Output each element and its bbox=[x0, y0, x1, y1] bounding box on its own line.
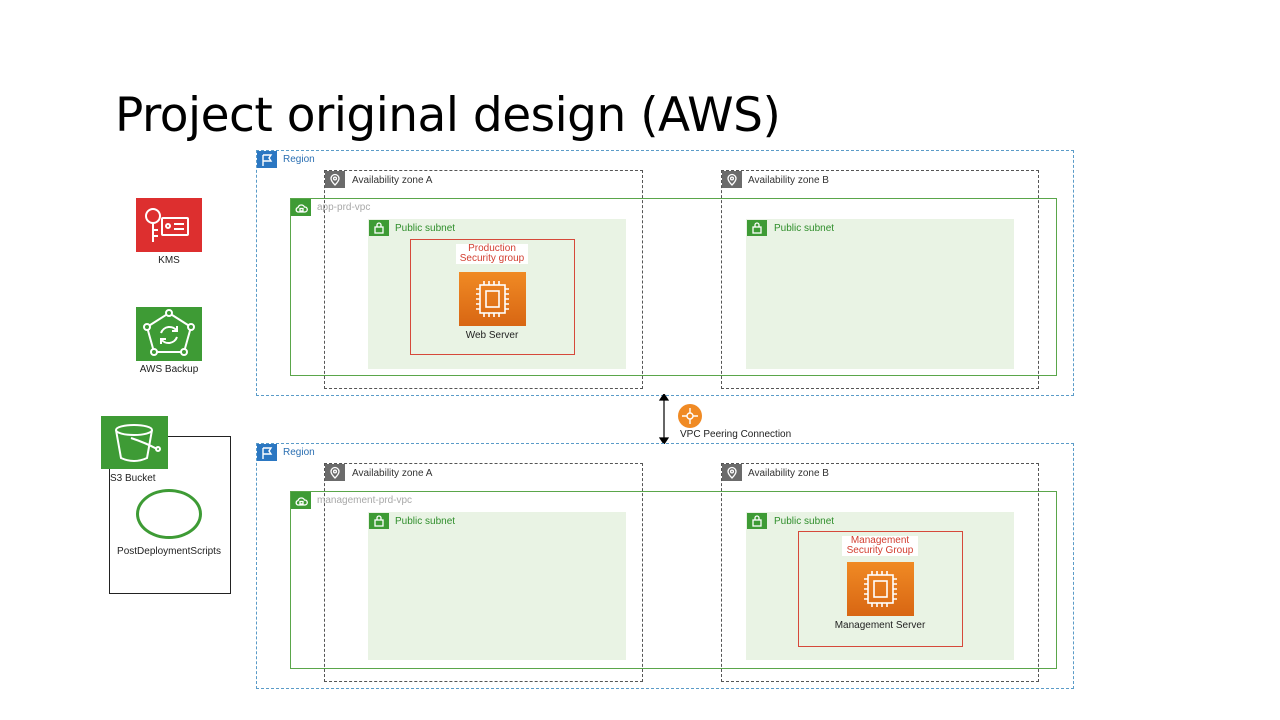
top-subnet-a-label: Public subnet bbox=[395, 223, 456, 234]
az-pin-icon bbox=[722, 464, 742, 481]
subnet-lock-icon bbox=[369, 513, 389, 529]
vpc-peering-label: VPC Peering Connection bbox=[680, 429, 792, 440]
vpc-cloud-icon bbox=[291, 492, 311, 509]
kms-icon bbox=[136, 198, 202, 252]
management-server-label: Management Server bbox=[834, 620, 926, 631]
management-sg-label-line1: Management bbox=[850, 535, 910, 546]
region-flag-icon bbox=[257, 151, 277, 168]
slide-title: Project original design (AWS) bbox=[115, 88, 781, 143]
bottom-subnet-a-label: Public subnet bbox=[395, 516, 456, 527]
top-az-b bbox=[721, 170, 1039, 389]
bottom-subnet-a bbox=[368, 512, 626, 660]
bottom-region bbox=[256, 443, 1074, 689]
top-subnet-b bbox=[746, 219, 1014, 369]
management-sg-label-line2: Security Group bbox=[846, 545, 914, 556]
peering-arrow bbox=[658, 392, 670, 446]
aws-backup-icon bbox=[136, 307, 202, 361]
bottom-vpc-label: management-prd-vpc bbox=[317, 495, 413, 506]
top-az-a-label: Availability zone A bbox=[352, 175, 433, 186]
az-pin-icon bbox=[325, 171, 345, 188]
kms-label: KMS bbox=[158, 255, 180, 266]
aws-backup-label: AWS Backup bbox=[139, 364, 199, 375]
bottom-az-a bbox=[324, 463, 643, 682]
bottom-az-a-label: Availability zone A bbox=[352, 468, 433, 479]
bottom-az-b bbox=[721, 463, 1039, 682]
s3-group-box bbox=[109, 436, 231, 594]
web-server-ec2-icon bbox=[459, 272, 526, 326]
management-server-ec2-icon bbox=[847, 562, 914, 616]
s3-bucket-label: S3 Bucket bbox=[110, 473, 156, 484]
production-security-group bbox=[410, 239, 575, 355]
top-subnet-b-label: Public subnet bbox=[774, 223, 835, 234]
post-deployment-scripts-icon bbox=[136, 489, 202, 539]
production-sg-label: Production Security group bbox=[456, 244, 528, 264]
top-region-label: Region bbox=[283, 154, 315, 165]
bottom-az-b-label: Availability zone B bbox=[748, 468, 829, 479]
production-sg-label-line1: Production bbox=[468, 243, 516, 254]
production-sg-label-line2: Security group bbox=[459, 253, 525, 264]
top-vpc bbox=[290, 198, 1057, 376]
management-security-group bbox=[798, 531, 963, 647]
web-server-label: Web Server bbox=[465, 330, 519, 341]
az-pin-icon bbox=[722, 171, 742, 188]
az-pin-icon bbox=[325, 464, 345, 481]
bottom-region-label: Region bbox=[283, 447, 315, 458]
region-flag-icon bbox=[257, 444, 277, 461]
management-sg-label: Management Security Group bbox=[842, 536, 918, 556]
bottom-vpc bbox=[290, 491, 1057, 669]
subnet-lock-icon bbox=[747, 220, 767, 236]
s3-bucket-icon bbox=[101, 416, 168, 469]
top-az-b-label: Availability zone B bbox=[748, 175, 829, 186]
vpc-peering-icon bbox=[678, 404, 702, 428]
top-vpc-label: app-prd-vpc bbox=[317, 202, 371, 213]
subnet-lock-icon bbox=[369, 220, 389, 236]
post-deployment-scripts-label: PostDeploymentScripts bbox=[117, 546, 221, 557]
subnet-lock-icon bbox=[747, 513, 767, 529]
top-az-a bbox=[324, 170, 643, 389]
vpc-cloud-icon bbox=[291, 199, 311, 216]
bottom-subnet-b-label: Public subnet bbox=[774, 516, 835, 527]
